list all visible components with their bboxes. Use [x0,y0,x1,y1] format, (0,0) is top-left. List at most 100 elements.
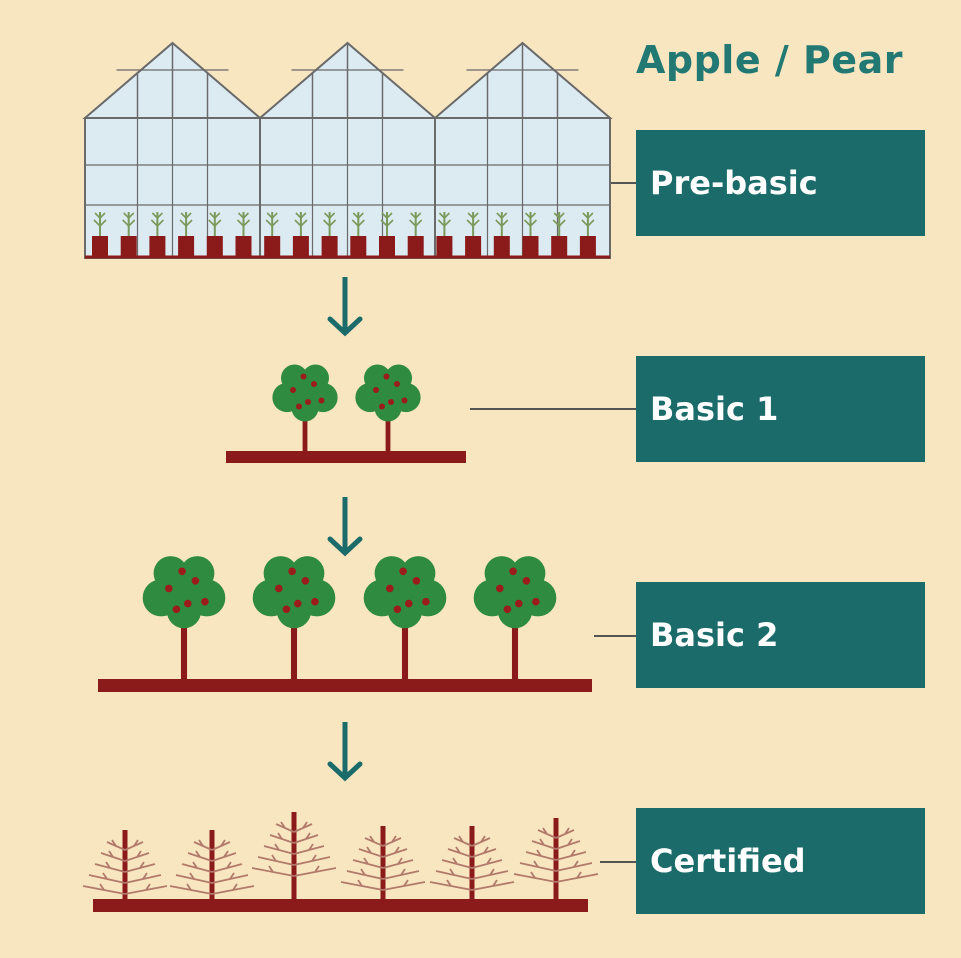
stage-label-certified: Certified [650,842,806,880]
seedling-leaves [122,212,136,227]
seedling-leaves [294,212,308,227]
ground-strip [226,451,466,463]
seedling-leaves [409,212,423,227]
tree-branches [429,835,515,891]
tree-foliage [511,556,546,591]
arrow-head [327,761,363,782]
seedling-leaves [236,212,251,227]
tree-foliage [281,364,308,392]
tree-fruit [532,597,540,606]
fruit-tree-icon [473,556,557,679]
bare-tree-icon [429,826,515,900]
tree-fruit [496,584,504,593]
tree-fruit [509,567,517,576]
stage-label-pre-basic: Pre-basic [650,164,818,202]
tree-fruit [515,599,523,608]
tree-foliage [387,594,423,629]
tree-fruit [393,605,402,614]
stage-box-pre-basic: Pre-basic [636,130,925,236]
tree-foliage [276,594,312,629]
tree-foliage [484,556,519,591]
tree-foliage [497,594,533,629]
plant-pot [321,236,338,256]
plant-pot [407,236,424,256]
seedling-leaves [380,212,394,227]
tree-foliage [374,394,402,422]
seedling-leaves [208,212,222,227]
plant-pot [579,236,596,256]
plant-pot [379,236,395,256]
stage-label-basic-1: Basic 1 [650,390,779,428]
tree-fruit [282,605,291,614]
tree-foliage [374,556,409,591]
plant-pot [264,236,281,256]
seedling-leaves [437,212,451,227]
arrow-head [327,316,363,337]
plant-pot [436,236,453,256]
tree-branches [513,827,599,883]
down-arrow-icon [327,722,363,782]
tree-fruit [191,577,200,585]
tree-fruit [399,567,407,576]
tree-branches [251,821,337,877]
plant-pot [235,236,252,256]
seedling-leaves [93,212,107,227]
tree-fruit [422,597,430,606]
ground-strip [93,899,588,912]
plant-pot [92,236,108,256]
fruit-tree-icon [272,364,338,451]
plant-pot [551,236,568,256]
tree-fruit [388,399,394,405]
tree-foliage [166,594,202,629]
seedling-leaves [265,212,279,227]
tree-branches [340,835,426,891]
tree-fruit [165,584,173,593]
seedling-leaves [150,212,164,227]
tree-fruit [522,577,531,585]
plant-pot [178,236,195,256]
connector-lines [470,182,636,863]
plant-pot [206,236,223,256]
plant-pot [149,236,166,256]
seedling-leaves [466,212,480,227]
tree-fruit [294,599,302,608]
plant-pot [493,236,510,256]
tree-foliage [290,556,325,591]
seedling-leaves [495,212,509,227]
tree-foliage [302,364,329,392]
tree-fruit [301,577,310,585]
tree-foliage [401,556,436,591]
fruit-tree-icon [142,556,226,679]
tree-fruit [373,387,379,393]
fruit-tree-icon [363,556,447,679]
tree-foliage [263,556,298,591]
seedling-leaves [351,212,365,227]
tree-fruit [383,373,390,380]
seedling-leaves [179,212,193,227]
seedling-leaves [523,212,538,227]
arrows-group [327,277,363,782]
bare-tree-icon [82,830,168,900]
seedling-leaves [323,212,337,227]
tree-fruit [172,605,181,614]
tree-fruit [379,403,385,410]
stage-box-basic-2: Basic 2 [636,582,925,688]
tree-fruit [401,397,408,404]
basic-2-trees [98,556,592,692]
tree-branches [82,839,168,895]
seedling-leaves [581,212,595,227]
bare-tree-icon [340,826,426,900]
tree-fruit [275,584,283,593]
bare-tree-icon [513,818,599,900]
tree-fruit [405,599,413,608]
tree-fruit [184,599,192,608]
plant-pot [465,236,482,256]
bare-tree-icon [251,812,337,900]
tree-fruit [394,381,400,387]
tree-fruit [412,577,421,585]
stage-box-basic-1: Basic 1 [636,356,925,462]
ground-strip [98,679,592,692]
arrow-head [327,536,363,557]
certified-trees [82,812,599,912]
